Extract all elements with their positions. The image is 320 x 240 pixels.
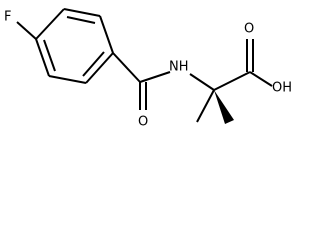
- bond-ring-c3-c4: [99, 15, 114, 54]
- amide-nh-label: NH: [169, 60, 189, 75]
- bond-n-quaternary-c: [189, 73, 215, 91]
- bond-methyl-1: [196, 89, 215, 123]
- bond-ring-c6-c1: [35, 38, 50, 77]
- hydroxyl-label: OH: [272, 81, 292, 96]
- acid-oxygen-label: O: [244, 22, 254, 37]
- wedge-methyl-2: [214, 90, 234, 124]
- bond-quaternary-carboxyl: [213, 71, 251, 91]
- fluorine-label: F: [4, 10, 11, 25]
- bond-ring-c2-c3: [63, 8, 101, 17]
- bond-ring-c5-c6: [48, 75, 87, 84]
- bond-ring-inner-3: [43, 39, 56, 72]
- bond-ring-inner-1: [66, 16, 96, 24]
- bond-ring-carbonyl: [112, 52, 141, 83]
- bond-carboxyl-oh: [249, 71, 273, 87]
- chemical-structure: F NH O O OH: [4, 8, 292, 130]
- bond-carbonyl-n: [139, 71, 171, 83]
- amide-oxygen-label: O: [138, 115, 148, 130]
- bond-ring-inner-2: [82, 51, 105, 77]
- benzene-ring: [35, 8, 114, 84]
- bond-ring-c4-c5: [85, 52, 114, 84]
- bond-ring-c1-c2: [35, 8, 65, 40]
- bond-c-f: [16, 21, 37, 40]
